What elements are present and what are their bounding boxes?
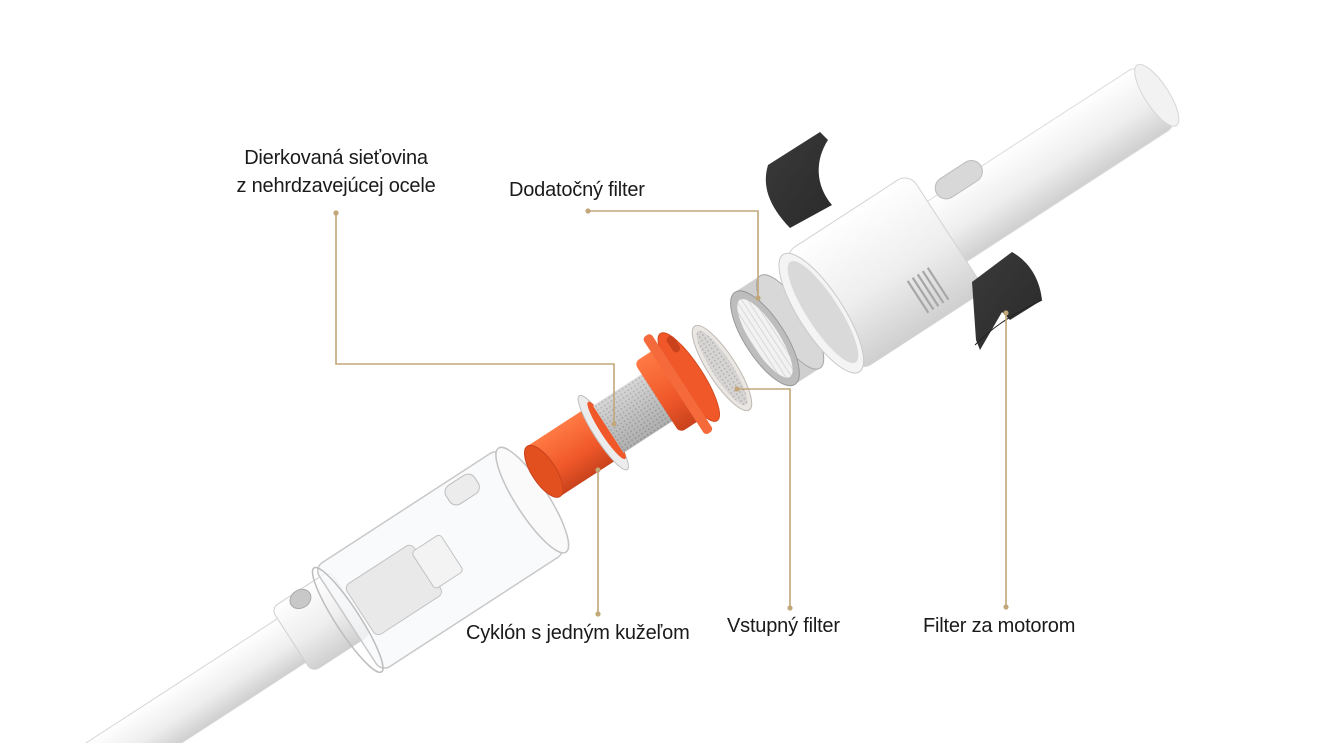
foam-filter-lower [972, 252, 1043, 350]
additional-filter-cartridge [730, 274, 825, 387]
leader-dots [333, 208, 1009, 617]
label-perforated-mesh: Dierkovaná sieťovina z nehrdzavejúcej oc… [226, 144, 446, 200]
leader-lines [335, 210, 1007, 614]
air-vent-icon [906, 267, 950, 314]
foam-filter-upper [765, 132, 832, 228]
label-post-motor-filter: Filter za motorom [923, 615, 1076, 637]
label-additional-filter: Dodatočný filter [509, 179, 645, 201]
label-perforated-mesh-line2: z nehrdzavejúcej ocele [236, 175, 436, 197]
label-inlet-filter: Vstupný filter [727, 615, 840, 637]
extension-wand [67, 573, 369, 743]
cyclone-assembly [524, 332, 720, 498]
leader-perforated-mesh [335, 213, 615, 424]
power-button-icon [934, 160, 983, 200]
release-button-icon [289, 588, 312, 610]
label-cyclone: Cyklón s jedným kužeľom [466, 622, 690, 644]
main-body [778, 63, 1180, 374]
leader-inlet-filter [737, 388, 791, 608]
leader-additional-filter [588, 210, 759, 298]
label-perforated-mesh-line1: Dierkovaná sieťovina [244, 147, 428, 169]
dust-bin [311, 446, 570, 674]
